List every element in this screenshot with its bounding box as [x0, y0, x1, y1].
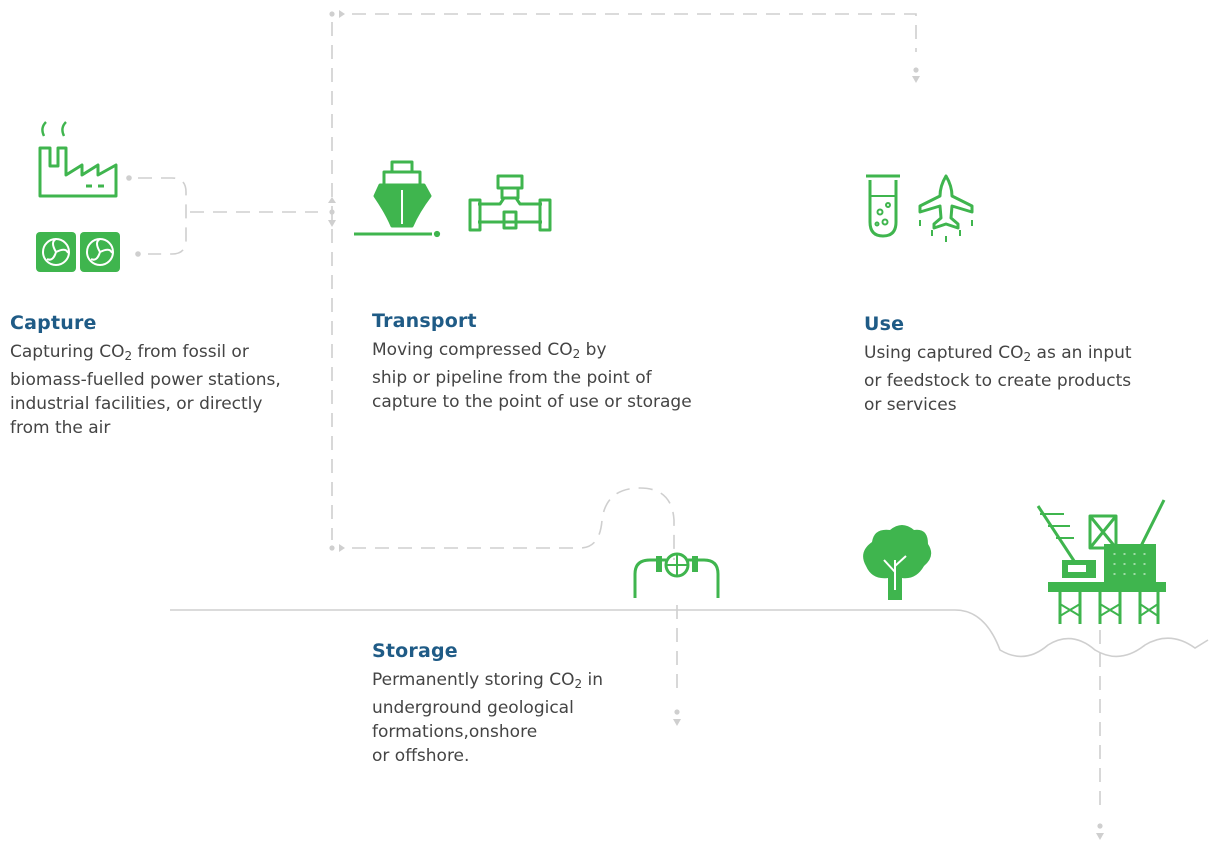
pipeline-valve-icon: [468, 174, 552, 232]
wellhead-pipe-icon: [633, 552, 720, 598]
test-tube-icon: [866, 174, 900, 238]
tree-icon: [863, 525, 932, 600]
direct-air-capture-fans-icon: [36, 232, 120, 272]
transport-title: Transport: [372, 310, 477, 332]
ship-icon: [354, 160, 441, 238]
flow-connectors: [138, 13, 1101, 805]
storage-description: Permanently storing CO2 in underground g…: [372, 670, 604, 766]
connector-nodes: [126, 10, 1104, 840]
use-title: Use: [864, 313, 905, 335]
offshore-platform-icon: [1036, 499, 1166, 624]
use-block: Use Using captured CO2 as an input or fe…: [864, 313, 1184, 417]
storage-title: Storage: [372, 640, 458, 662]
capture-title: Capture: [10, 312, 97, 334]
factory-icon: [38, 121, 118, 198]
capture-block: Capture Capturing CO2 from fossil or bio…: [10, 312, 330, 440]
capture-description: Capturing CO2 from fossil or biomass-fue…: [10, 342, 281, 438]
connector-transport-to-storage: [352, 487, 675, 560]
storage-block: Storage Permanently storing CO2 in under…: [372, 640, 672, 768]
connector-transport-to-use: [352, 13, 917, 52]
use-description: Using captured CO2 as an input or feedst…: [864, 343, 1132, 415]
transport-block: Transport Moving compressed CO2 by ship …: [372, 310, 752, 414]
airplane-icon: [918, 174, 974, 242]
ground-line: [170, 609, 1209, 658]
transport-description: Moving compressed CO2 by ship or pipelin…: [372, 340, 692, 412]
connector-capture-merge: [138, 177, 187, 255]
